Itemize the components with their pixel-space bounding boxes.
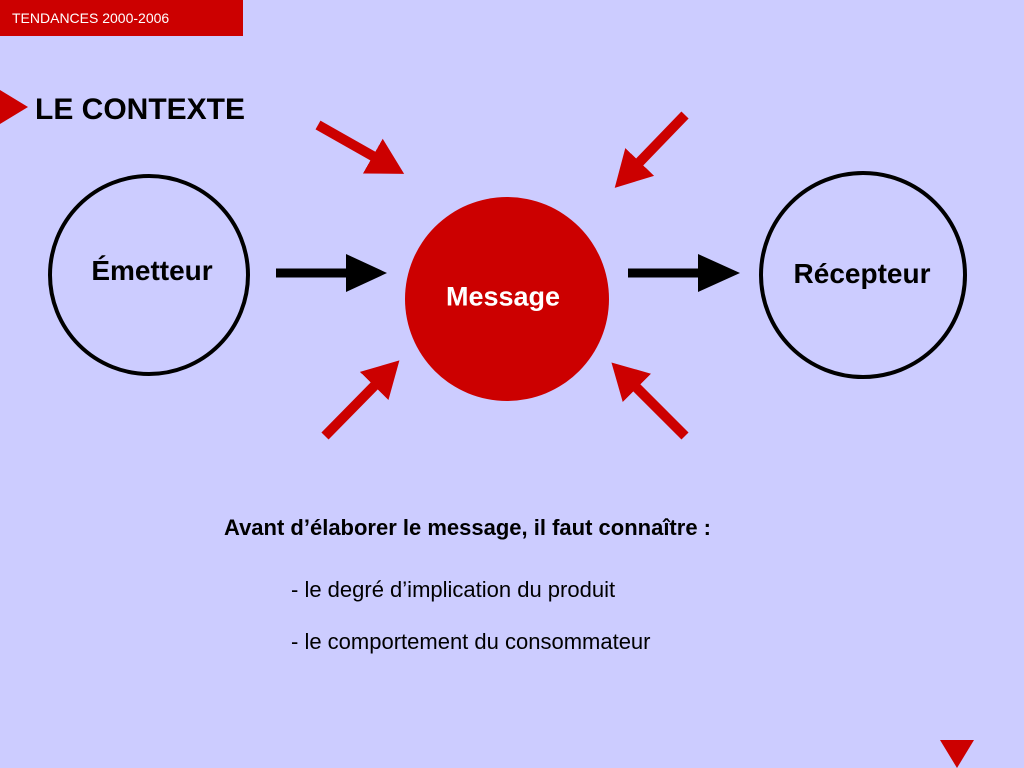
message-node (405, 197, 609, 401)
receiver-node (759, 171, 967, 379)
bullet-item: - le degré d’implication du produit (291, 577, 616, 602)
flow-arrow-message-to-receiver (628, 254, 740, 292)
down-triangle-icon[interactable] (940, 740, 974, 768)
sender-label: Émetteur (91, 255, 213, 286)
slide-title: LE CONTEXTE (35, 93, 246, 126)
context-arrow-top-left (315, 120, 405, 174)
context-arrow-top-right (614, 111, 689, 188)
intro-text: Avant d’élaborer le message, il faut con… (224, 515, 711, 540)
context-arrow-bottom-right (611, 362, 689, 440)
message-label: Message (445, 281, 561, 312)
right-triangle-icon (0, 90, 28, 124)
receiver-label: Récepteur (793, 258, 931, 289)
context-arrow-bottom-left (321, 360, 400, 440)
bullet-item: - le comportement du consommateur (291, 629, 651, 654)
flow-arrow-sender-to-message (276, 254, 387, 292)
sender-node (48, 174, 250, 376)
header-tag: TENDANCES 2000-2006 (0, 0, 243, 36)
